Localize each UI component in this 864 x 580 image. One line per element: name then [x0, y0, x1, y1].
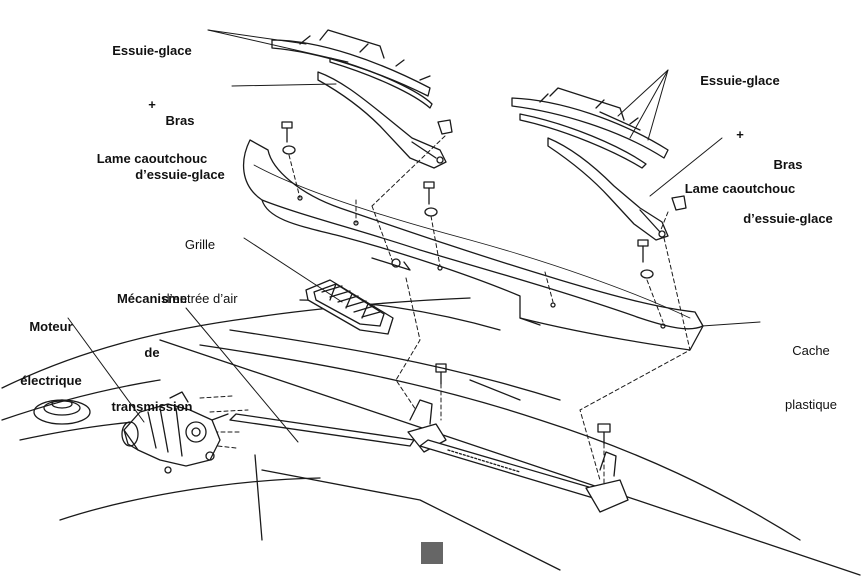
- assembly-guides: [199, 135, 691, 491]
- label-right-arm-line-2: d’essuie-glace: [743, 211, 833, 226]
- label-left-arm-line-1: Bras: [165, 113, 195, 128]
- label-right-wiper-line-3: Lame caoutchouc: [684, 181, 796, 196]
- label-plastic-cover: Cache plastique: [766, 306, 856, 432]
- label-grille-line-2: d’entrée d’air: [162, 291, 238, 306]
- label-left-wiper-line-2: +: [148, 97, 156, 112]
- left-wiper-arm: [317, 71, 447, 169]
- label-right-wiper-arm: Bras d’essuie-glace: [738, 120, 838, 246]
- air-intake-grille: [305, 279, 394, 335]
- label-left-wiper-blade: Essuie-glace + Lame caoutchouc: [92, 6, 212, 186]
- label-left-wiper-line-3: Lame caoutchouc: [96, 151, 208, 166]
- fasteners: [281, 119, 687, 445]
- label-right-wiper-blade: Essuie-glace + Lame caoutchouc: [680, 36, 800, 216]
- plastic-cover: [242, 139, 704, 351]
- label-mechanism-line-1: Mécanisme: [116, 291, 188, 306]
- label-transmission: Mécanisme de transmission: [102, 254, 202, 434]
- right-wiper-blade: [511, 87, 669, 169]
- electric-motor: [121, 391, 229, 474]
- label-mechanism-line-2: de: [144, 345, 160, 360]
- label-motor-line-2: électrique: [20, 373, 82, 388]
- label-mechanism-line-3: transmission: [111, 399, 193, 414]
- right-wiper-arm: [547, 137, 669, 241]
- transmission-linkage: [229, 399, 629, 513]
- label-right-wiper-line-1: Essuie-glace: [700, 73, 780, 88]
- label-right-wiper-line-2: +: [736, 127, 744, 142]
- label-left-wiper-arm: Bras d’essuie-glace: [130, 76, 230, 202]
- label-cover-line-1: Cache: [792, 343, 830, 358]
- label-electric-motor: Moteur électrique: [8, 282, 94, 408]
- leader-lines: [67, 29, 761, 443]
- label-cover-line-2: plastique: [784, 397, 838, 412]
- label-left-wiper-line-1: Essuie-glace: [112, 43, 192, 58]
- label-right-arm-line-1: Bras: [773, 157, 803, 172]
- gray-square-marker: [421, 542, 443, 564]
- label-air-grille: Grille d’entrée d’air: [150, 200, 250, 326]
- body-dome: [33, 399, 91, 425]
- label-grille-line-1: Grille: [184, 237, 216, 252]
- label-motor-line-1: Moteur: [29, 319, 73, 334]
- label-left-arm-line-2: d’essuie-glace: [135, 167, 225, 182]
